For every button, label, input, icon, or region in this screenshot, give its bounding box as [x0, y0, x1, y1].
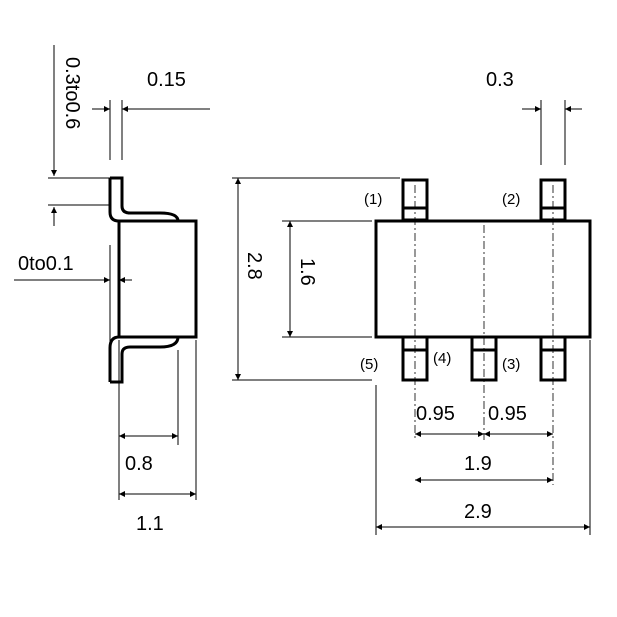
- top-body-width-label: 2.9: [464, 501, 492, 523]
- lead-thickness-label: 0.15: [147, 69, 186, 91]
- side-view-body: [117, 219, 198, 339]
- overall-length-label: 2.8: [243, 252, 265, 280]
- side-view: 0.3to0.6 0.15 0to0.1 0.8 1.1: [14, 45, 210, 535]
- pitch-left-label: 0.95: [416, 403, 455, 425]
- lead-height-label: 0.3to0.6: [61, 57, 83, 129]
- side-overall-width-label: 1.1: [136, 513, 164, 535]
- pin-label-5: (5): [360, 356, 378, 373]
- side-view-lead-bottom: [108, 335, 180, 384]
- side-body-width-label: 0.8: [125, 453, 153, 475]
- lead-width-label: 0.3: [486, 69, 514, 91]
- pin-label-3: (3): [502, 356, 520, 373]
- pin-label-1: (1): [364, 191, 382, 208]
- side-view-lead-top: [108, 176, 180, 223]
- pitch-right-label: 0.95: [488, 403, 527, 425]
- pin-label-2: (2): [502, 191, 520, 208]
- standoff-label: 0to0.1: [18, 253, 74, 275]
- top-view: (1) (2) (3) (4) (5) 0.3 2.8 1.6 0.95 0.9…: [232, 69, 592, 535]
- body-length-label: 1.6: [296, 258, 318, 286]
- top-view-body: [374, 219, 592, 339]
- pin-label-4: (4): [433, 350, 451, 367]
- lead-span-label: 1.9: [464, 453, 492, 475]
